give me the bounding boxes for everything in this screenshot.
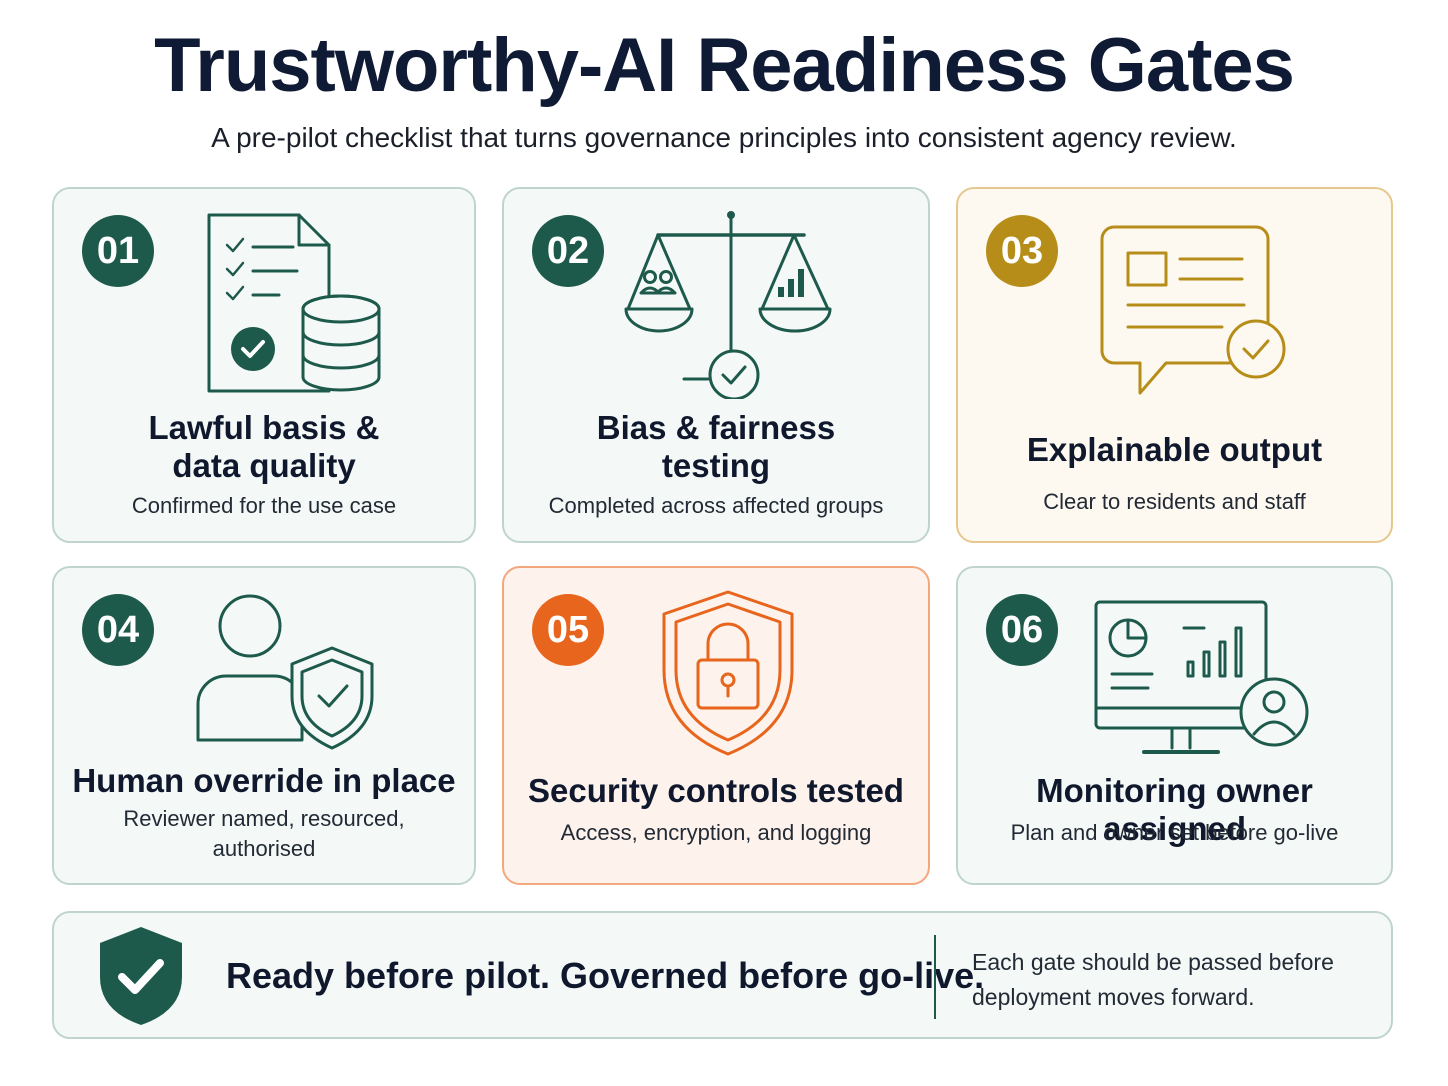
gate-number-badge: 06 — [986, 594, 1058, 666]
gate-title: Security controls tested — [528, 772, 904, 809]
gate-number-badge: 02 — [532, 215, 604, 287]
document-checklist-database-icon — [207, 213, 381, 393]
page-subtitle: A pre-pilot checklist that turns governa… — [211, 122, 1237, 153]
gate-card-02: 02 Bias & fairness testing Completed acr… — [502, 187, 930, 543]
gate-title-line1: Bias & fairness — [596, 409, 836, 446]
gate-card-03: 03 Explainable output Clear to residents… — [956, 187, 1393, 543]
gate-subtitle-line1: Reviewer named, resourced, — [123, 806, 405, 831]
monitor-dashboard-user-icon — [1094, 600, 1309, 754]
gate-subtitle: Completed across affected groups — [548, 493, 884, 518]
shield-lock-icon — [662, 590, 794, 756]
person-shield-icon — [196, 594, 374, 750]
gate-title: Monitoring owner assigned — [1036, 772, 1313, 847]
gate-card-06: 06 Monitoring owner assigned Plan and ow… — [956, 566, 1393, 885]
gate-card-04: 04 Human override in place Reviewer name… — [52, 566, 476, 885]
gate-title-line2: data quality — [172, 447, 356, 484]
footer-title: Ready before pilot. Governed before go-l… — [226, 955, 985, 996]
speech-bubble-check-icon — [1100, 225, 1286, 395]
gate-number-badge: 04 — [82, 594, 154, 666]
gate-title: Human override in place — [72, 762, 456, 799]
gate-subtitle: Plan and owner set before go-live — [1010, 820, 1339, 845]
gate-subtitle: Confirmed for the use case — [131, 493, 397, 518]
footer-note-line1: Each gate should be passed before — [972, 949, 1334, 975]
page-title: Trustworthy-AI Readiness Gates — [154, 23, 1295, 108]
gate-card-05: 05 Security controls tested Access, encr… — [502, 566, 930, 885]
shield-check-icon — [100, 927, 182, 1025]
gate-number-badge: 01 — [82, 215, 154, 287]
gate-title-line2: testing — [661, 447, 771, 484]
gate-subtitle-line2: authorised — [212, 836, 316, 861]
gate-subtitle: Access, encryption, and logging — [560, 820, 872, 845]
gate-number-badge: 05 — [532, 594, 604, 666]
gate-number-badge: 03 — [986, 215, 1058, 287]
gate-title: Explainable output — [1026, 431, 1323, 468]
gate-subtitle: Clear to residents and staff — [1043, 489, 1306, 514]
balance-scale-icon — [624, 211, 832, 399]
footer-note-line2: deployment moves forward. — [972, 984, 1255, 1010]
footer-note: Each gate should be passed before deploy… — [972, 945, 1372, 1015]
footer-banner: Ready before pilot. Governed before go-l… — [52, 911, 1393, 1039]
gate-title-line1: Lawful basis & — [148, 409, 380, 446]
footer-divider — [934, 935, 936, 1019]
gate-card-01: 01 Lawful basis & data quality Confirmed… — [52, 187, 476, 543]
